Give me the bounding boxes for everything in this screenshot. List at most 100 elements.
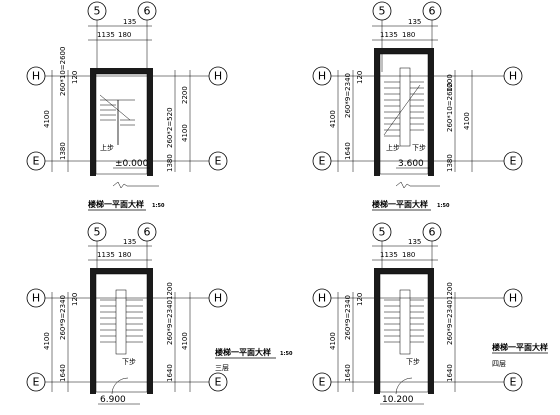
svg-text:1135: 1135 [380,31,398,39]
svg-text:6: 6 [429,226,436,239]
svg-text:H: H [214,70,222,83]
svg-text:H: H [32,70,40,83]
svg-text:180: 180 [402,31,415,39]
svg-text:H: H [32,292,40,305]
svg-text:180: 180 [118,251,131,259]
svg-text:4100: 4100 [43,110,51,128]
svg-text:6: 6 [429,5,436,18]
svg-text:260*9=2340: 260*9=2340 [344,295,352,340]
svg-text:120: 120 [71,293,79,306]
svg-text:1640: 1640 [166,364,174,382]
svg-text:1380: 1380 [446,154,454,172]
axis-h-bubble-left: H [26,288,46,308]
svg-text:E: E [319,376,326,389]
axis-h-bubble-right: H [503,288,523,308]
svg-text:4100: 4100 [43,332,51,350]
axis-5-bubble: 5 [372,222,392,242]
axis-e-bubble-right: E [503,372,523,392]
svg-text:1640: 1640 [344,364,352,382]
svg-text:楼梯一平面大样: 楼梯一平面大样 [372,199,428,209]
svg-text:260*10=2600: 260*10=2600 [59,47,67,96]
svg-text:120: 120 [356,71,364,84]
axis-e-bubble-right: E [503,151,523,171]
svg-text:下步: 下步 [412,144,426,152]
svg-text:4100: 4100 [329,332,337,350]
axis-e-bubble-left: E [312,372,332,392]
svg-text:1135: 1135 [380,251,398,259]
svg-text:135: 135 [408,238,421,246]
svg-text:120: 120 [71,71,79,84]
svg-text:120: 120 [356,293,364,306]
svg-text:H: H [318,292,326,305]
svg-text:260*9=2340: 260*9=2340 [446,300,454,345]
svg-text:6: 6 [144,5,151,18]
svg-text:楼梯一平面大样: 楼梯一平面大样 [492,342,548,352]
stair-plan-third: 5 6 H H E E 135 1135 180 4100 260*9=2340… [26,222,293,405]
svg-text:6.900: 6.900 [100,395,126,405]
svg-text:5: 5 [379,5,386,18]
axis-5-bubble: 5 [87,222,107,242]
svg-text:4100: 4100 [329,110,337,128]
axis-e-bubble-right: E [208,372,228,392]
axis-5-bubble: 5 [372,1,392,21]
svg-text:1640: 1640 [344,142,352,160]
axis-e-bubble-right: E [208,151,228,171]
svg-text:1:50: 1:50 [280,351,293,357]
axis-6-bubble: 6 [422,1,442,21]
svg-text:135: 135 [123,18,136,26]
axis-h-bubble-left: H [312,288,332,308]
svg-text:1640: 1640 [446,364,454,382]
svg-text:1:50: 1:50 [152,203,165,209]
svg-text:1380: 1380 [166,154,174,172]
svg-text:四层: 四层 [492,360,506,368]
svg-text:E: E [33,155,40,168]
stair-plan-second: 5 6 H H E E 135 1135 180 4100 260*9=2340… [312,1,523,211]
svg-text:1135: 1135 [97,31,115,39]
svg-text:楼梯一平面大样: 楼梯一平面大样 [215,347,271,357]
svg-text:上步: 上步 [386,143,400,152]
svg-text:1200: 1200 [166,282,174,300]
svg-text:4100: 4100 [181,332,189,350]
axis-h-bubble-left: H [26,66,46,86]
svg-text:E: E [215,155,222,168]
svg-text:E: E [510,155,517,168]
svg-text:3.600: 3.600 [398,159,424,169]
axis-h-bubble-right: H [503,66,523,86]
svg-text:10.200: 10.200 [382,395,414,405]
svg-text:260*2=520: 260*2=520 [166,107,174,148]
svg-text:1:50: 1:50 [437,203,450,209]
stair-plan-fourth: 5 6 H H E E 135 1135 180 4100 260*9=2340… [312,222,548,405]
axis-h-bubble-right: H [208,66,228,86]
svg-text:1380: 1380 [59,142,67,160]
svg-text:4100: 4100 [181,124,189,142]
svg-text:180: 180 [118,31,131,39]
stair-plan-ground: 5 6 H H E E 135 1135 180 4100 260*10=260 [26,1,228,211]
svg-text:260*9=2340: 260*9=2340 [344,73,352,118]
svg-text:5: 5 [94,5,101,18]
svg-text:E: E [33,376,40,389]
svg-text:260*10=2600: 260*10=2600 [446,83,454,132]
svg-text:±0.000: ±0.000 [115,159,149,169]
svg-text:E: E [215,376,222,389]
svg-text:135: 135 [408,18,421,26]
svg-text:260*9=2340: 260*9=2340 [59,295,67,340]
svg-text:4100: 4100 [463,112,471,130]
svg-text:E: E [510,376,517,389]
svg-text:180: 180 [402,251,415,259]
svg-text:下步: 下步 [122,358,136,366]
svg-text:H: H [214,292,222,305]
svg-text:1200: 1200 [446,282,454,300]
axis-5-bubble: 5 [87,1,107,21]
axis-h-bubble-left: H [312,66,332,86]
svg-text:楼梯一平面大样: 楼梯一平面大样 [88,199,144,209]
svg-text:260*9=2340: 260*9=2340 [166,300,174,345]
svg-text:1135: 1135 [97,251,115,259]
svg-text:E: E [319,155,326,168]
svg-text:5: 5 [94,226,101,239]
axis-e-bubble-left: E [26,372,46,392]
svg-text:5: 5 [379,226,386,239]
axis-e-bubble-left: E [312,151,332,171]
axis-6-bubble: 6 [422,222,442,242]
svg-text:H: H [318,70,326,83]
